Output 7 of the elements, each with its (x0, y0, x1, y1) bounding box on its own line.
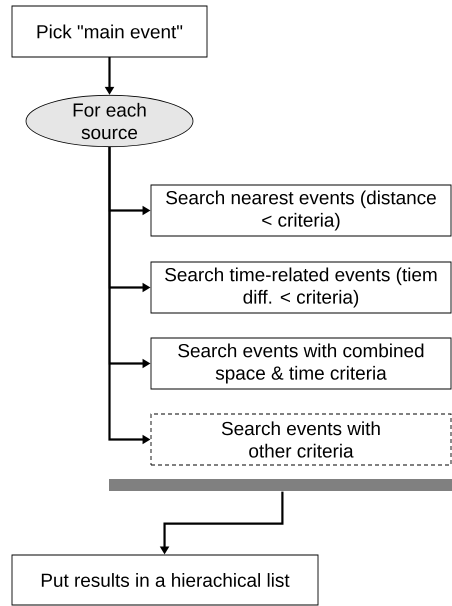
process-box: Pick "main event" (12, 6, 208, 58)
join-bar (109, 479, 452, 491)
process-box: Search events with combined space & time criteria (150, 338, 452, 390)
process-box: Search nearest events (distance < criteria) (150, 184, 452, 236)
process-box: Put results in a hierachical list (12, 554, 318, 606)
process-box: Search events with other criteria (150, 414, 452, 466)
process-box: Search time-related events (tiem diff. < criteria) (150, 262, 452, 314)
